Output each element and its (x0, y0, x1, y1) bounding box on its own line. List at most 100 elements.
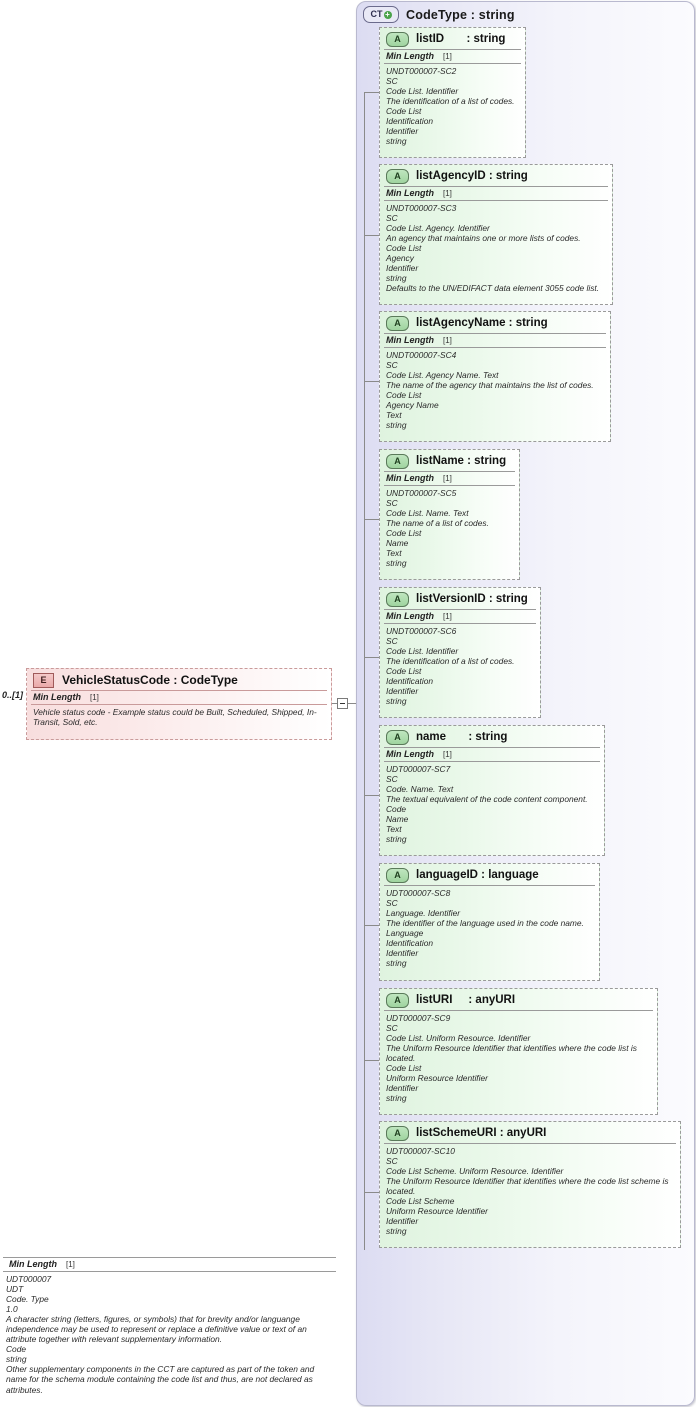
doc-line: UDT000007-SC8 (386, 888, 451, 898)
attribute-box-listversionid[interactable]: A listVersionID : string Min Length [1] … (379, 587, 541, 718)
attribute-facet-row: Min Length [1] (380, 50, 525, 63)
attribute-documentation: UNDT000007-SC2 SC Code List. Identifier … (380, 64, 525, 150)
doc-line: string (6, 1354, 27, 1365)
doc-line: The Uniform Resource Identifier that ide… (386, 1176, 669, 1197)
doc-line: Code List. Uniform Resource. Identifier (386, 1033, 531, 1044)
attribute-divider-2 (384, 623, 536, 624)
attribute-title: listSchemeURI : anyURI (416, 1127, 547, 1139)
attribute-facet-value: [1] (443, 52, 452, 61)
doc-line: SC (386, 213, 398, 224)
attribute-documentation: UDT000007-SC9 SC Code List. Uniform Reso… (380, 1011, 657, 1107)
doc-line: The identification of a list of codes. (386, 656, 515, 667)
attribute-icon: A (386, 867, 409, 883)
doc-line: Code List (386, 243, 422, 254)
attribute-facet-label: Min Length (386, 473, 434, 483)
attribute-box-listuri[interactable]: A listURI : anyURI UDT000007-SC9 SC Code… (379, 988, 658, 1115)
attribute-documentation: UNDT000007-SC3 SC Code List. Agency. Ide… (380, 201, 612, 297)
doc-line: Identifier (386, 1083, 419, 1094)
doc-line: string (386, 273, 407, 284)
attribute-box-listagencyname[interactable]: A listAgencyName : string Min Length [1]… (379, 311, 611, 442)
attribute-header: A listVersionID : string (380, 588, 540, 609)
attribute-branch-0 (364, 92, 380, 93)
attribute-facet-label: Min Length (386, 335, 434, 345)
attribute-divider (384, 471, 515, 472)
doc-line: Text (386, 548, 402, 559)
attribute-title: listVersionID : string (416, 593, 528, 605)
basetype-facet-label: Min Length (9, 1259, 57, 1269)
doc-line: Identifier (386, 1216, 419, 1227)
attribute-header: A listName : string (380, 450, 519, 471)
doc-line: SC (386, 498, 398, 509)
doc-line: Code List (386, 390, 422, 401)
attribute-box-listid[interactable]: A listID : string Min Length [1] UNDT000… (379, 27, 526, 158)
doc-line: Code List. Agency. Identifier (386, 223, 490, 234)
attribute-icon: A (386, 31, 409, 47)
attribute-divider (384, 747, 600, 748)
doc-line: Name (386, 538, 409, 549)
doc-line: string (386, 958, 407, 969)
doc-line: UNDT000007-SC6 (386, 626, 457, 636)
element-documentation: Vehicle status code - Example status cou… (27, 705, 331, 731)
attribute-header: A listID : string (380, 28, 525, 49)
attribute-facet-value: [1] (443, 474, 452, 483)
doc-line: string (386, 834, 407, 845)
element-expand-toggle[interactable] (337, 698, 348, 709)
attribute-facet-label: Min Length (386, 611, 434, 621)
doc-line: Code List (386, 1063, 422, 1074)
attribute-branch-8 (364, 1192, 380, 1193)
complextype-icon[interactable]: CT + (363, 6, 399, 23)
doc-line: string (386, 1093, 407, 1104)
doc-line: SC (386, 1156, 398, 1167)
doc-line: The name of a list of codes. (386, 518, 489, 529)
doc-line: UNDT000007-SC5 (386, 488, 457, 498)
attribute-documentation: UDT000007-SC10 SC Code List Scheme. Unif… (380, 1144, 680, 1240)
doc-line: Agency (386, 253, 414, 264)
attribute-divider-2 (384, 347, 606, 348)
doc-line: Identifier (386, 263, 419, 274)
attribute-box-listname[interactable]: A listName : string Min Length [1] UNDT0… (379, 449, 520, 580)
attribute-box-name[interactable]: A name : string Min Length [1] UDT000007… (379, 725, 605, 856)
doc-line: Other supplementary components in the CC… (6, 1364, 315, 1395)
attribute-documentation: UDT000007-SC7 SC Code. Name. Text The te… (380, 762, 604, 848)
attribute-divider (384, 885, 595, 886)
basetype-footer: Min Length [1] UDT000007 UDT Code. Type … (3, 1257, 336, 1399)
element-facet-row: Min Length [1] (27, 691, 331, 704)
attribute-facet-value: [1] (443, 612, 452, 621)
expand-plus-icon[interactable]: + (383, 9, 392, 19)
doc-line: The identification of a list of codes. (386, 96, 515, 107)
attribute-box-listschemeuri[interactable]: A listSchemeURI : anyURI UDT000007-SC10 … (379, 1121, 681, 1248)
element-facet-label: Min Length (33, 692, 81, 702)
doc-line: Language (386, 928, 424, 939)
doc-line: UDT000007-SC10 (386, 1146, 455, 1156)
attribute-divider-2 (384, 63, 521, 64)
attribute-facet-row: Min Length [1] (380, 334, 610, 347)
attribute-branch-5 (364, 795, 380, 796)
doc-line: SC (386, 774, 398, 785)
attribute-documentation: UNDT000007-SC5 SC Code List. Name. Text … (380, 486, 519, 572)
attribute-facet-row: Min Length [1] (380, 610, 540, 623)
doc-line: UDT000007-SC7 (386, 764, 451, 774)
doc-line: Code (6, 1344, 27, 1355)
complextype-title-row: CT + CodeType : string (363, 6, 515, 23)
attribute-branch-4 (364, 657, 380, 658)
doc-line: Code. Name. Text (386, 784, 454, 795)
doc-line: The Uniform Resource Identifier that ide… (386, 1043, 637, 1064)
element-cardinality-label: 0..[1] (2, 690, 24, 700)
doc-line: Code List. Agency Name. Text (386, 370, 499, 381)
attribute-box-languageid[interactable]: A languageID : language UDT000007-SC8 SC… (379, 863, 600, 981)
doc-line: Identifier (386, 686, 419, 697)
attribute-title: languageID : language (416, 869, 539, 881)
attribute-header: A listURI : anyURI (380, 989, 657, 1010)
attribute-header: A listSchemeURI : anyURI (380, 1122, 680, 1143)
doc-line: Text (386, 824, 402, 835)
attribute-branch-7 (364, 1060, 380, 1061)
element-box-vehiclestatuscode[interactable]: E VehicleStatusCode : CodeType Min Lengt… (26, 668, 332, 740)
doc-line: Code List Scheme. Uniform Resource. Iden… (386, 1166, 564, 1177)
attribute-box-listagencyid[interactable]: A listAgencyID : string Min Length [1] U… (379, 164, 613, 305)
doc-line: string (386, 136, 407, 147)
attribute-divider (384, 333, 606, 334)
doc-line: The name of the agency that maintains th… (386, 380, 594, 391)
doc-line: string (386, 558, 407, 569)
attribute-title: listName : string (416, 455, 507, 467)
